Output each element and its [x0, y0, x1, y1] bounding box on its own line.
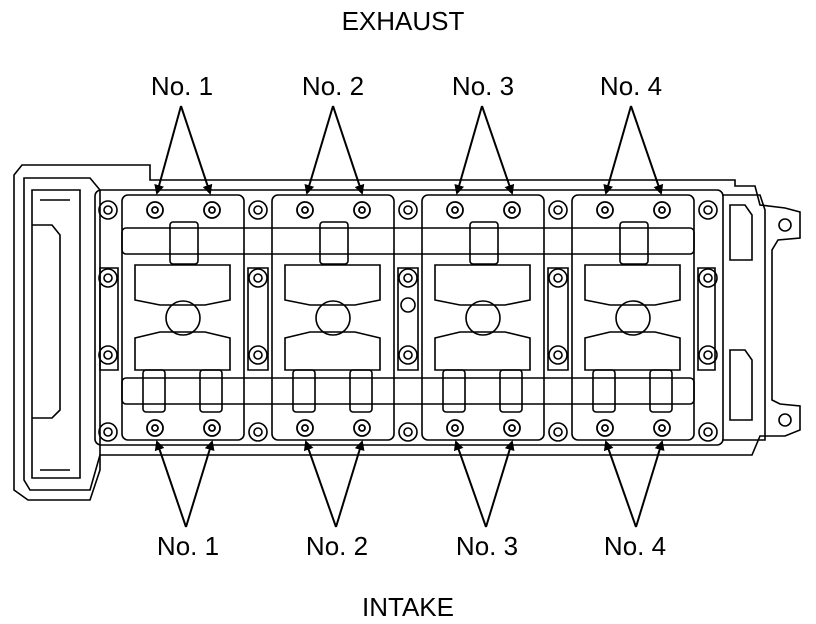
exhaust-cylinder-1-label: No. 1 — [150, 71, 214, 101]
valve-adjusting-screws — [146, 201, 671, 437]
exhaust-leaders — [154, 105, 664, 195]
head-bolts — [98, 200, 792, 442]
intake-cylinder-2-label: No. 2 — [305, 531, 369, 561]
exhaust-cylinder-2-label: No. 2 — [301, 71, 365, 101]
exhaust-cylinder-4-label: No. 4 — [599, 71, 663, 101]
intake-cylinder-3-label: No. 3 — [455, 531, 519, 561]
exhaust-cylinder-3-label: No. 3 — [451, 71, 515, 101]
exhaust-camshaft — [121, 227, 695, 255]
intake-label: INTAKE — [362, 592, 454, 622]
head-outline — [13, 164, 801, 501]
intake-leaders — [154, 440, 665, 528]
exhaust-label: EXHAUST — [341, 6, 465, 36]
intake-camshaft — [121, 377, 695, 405]
right-cap — [722, 194, 766, 441]
intake-cylinder-4-label: No. 4 — [603, 531, 667, 561]
end-cap — [23, 177, 101, 491]
intake-cylinder-1-label: No. 1 — [156, 531, 220, 561]
